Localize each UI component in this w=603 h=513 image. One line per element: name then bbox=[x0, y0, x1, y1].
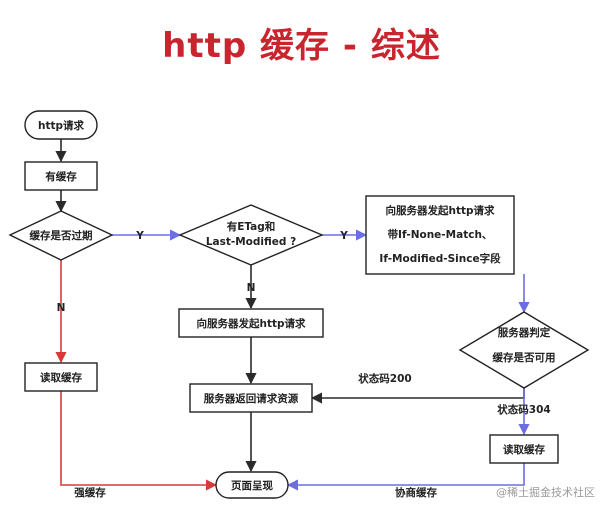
svg-text:Last-Modified ?: Last-Modified ? bbox=[206, 236, 296, 248]
node-page-render: 页面呈现 bbox=[215, 471, 289, 499]
edge-negotiated-cache bbox=[286, 463, 525, 491]
svg-text:If-Modified-Since字段: If-Modified-Since字段 bbox=[379, 252, 501, 265]
label-status-304: 状态码304 bbox=[497, 403, 550, 416]
node-send-request: 向服务器发起http请求 bbox=[178, 308, 324, 338]
label-etag-yes: Y bbox=[339, 230, 348, 242]
node-read-cache-left: 读取缓存 bbox=[24, 362, 98, 392]
node-http-request: http请求 bbox=[24, 110, 98, 140]
svg-text:服务器返回请求资源: 服务器返回请求资源 bbox=[204, 392, 299, 405]
label-strong-cache: 强缓存 bbox=[74, 486, 106, 499]
svg-text:向服务器发起http请求: 向服务器发起http请求 bbox=[196, 317, 306, 330]
label-status-200: 状态码200 bbox=[358, 372, 411, 385]
svg-text:读取缓存: 读取缓存 bbox=[503, 443, 545, 456]
label-expired-yes: Y bbox=[135, 230, 144, 242]
svg-text:读取缓存: 读取缓存 bbox=[40, 371, 82, 384]
node-server-return-resource: 服务器返回请求资源 bbox=[189, 383, 313, 413]
node-read-cache-right: 读取缓存 bbox=[489, 434, 559, 464]
svg-text:服务器判定: 服务器判定 bbox=[498, 326, 551, 339]
svg-text:有缓存: 有缓存 bbox=[45, 170, 77, 183]
svg-text:带If-None-Match、: 带If-None-Match、 bbox=[388, 228, 493, 241]
label-etag-no: N bbox=[247, 282, 256, 294]
svg-text:向服务器发起http请求: 向服务器发起http请求 bbox=[385, 204, 495, 217]
decision-server-judge: 服务器判定 缓存是否可用 bbox=[458, 311, 590, 389]
label-negotiated-cache: 协商缓存 bbox=[395, 486, 437, 499]
node-has-cache: 有缓存 bbox=[24, 161, 98, 191]
svg-text:页面呈现: 页面呈现 bbox=[231, 480, 273, 492]
edge-strong-cache bbox=[60, 391, 218, 491]
edge-status-200 bbox=[310, 388, 525, 404]
decision-cache-expired: 缓存是否过期 bbox=[8, 210, 114, 261]
svg-text:http请求: http请求 bbox=[38, 119, 85, 132]
page-title: http 缓存 - 综述 bbox=[162, 26, 441, 66]
node-send-conditional-request: 向服务器发起http请求 带If-None-Match、 If-Modified… bbox=[365, 195, 515, 275]
svg-text:有ETag和: 有ETag和 bbox=[227, 220, 276, 233]
watermark: @稀土掘金技术社区 bbox=[496, 485, 595, 499]
decision-etag-last-modified: 有ETag和 Last-Modified ? bbox=[178, 204, 324, 266]
svg-text:缓存是否可用: 缓存是否可用 bbox=[492, 351, 556, 364]
svg-text:缓存是否过期: 缓存是否过期 bbox=[29, 229, 93, 242]
label-expired-no: N bbox=[57, 302, 66, 314]
